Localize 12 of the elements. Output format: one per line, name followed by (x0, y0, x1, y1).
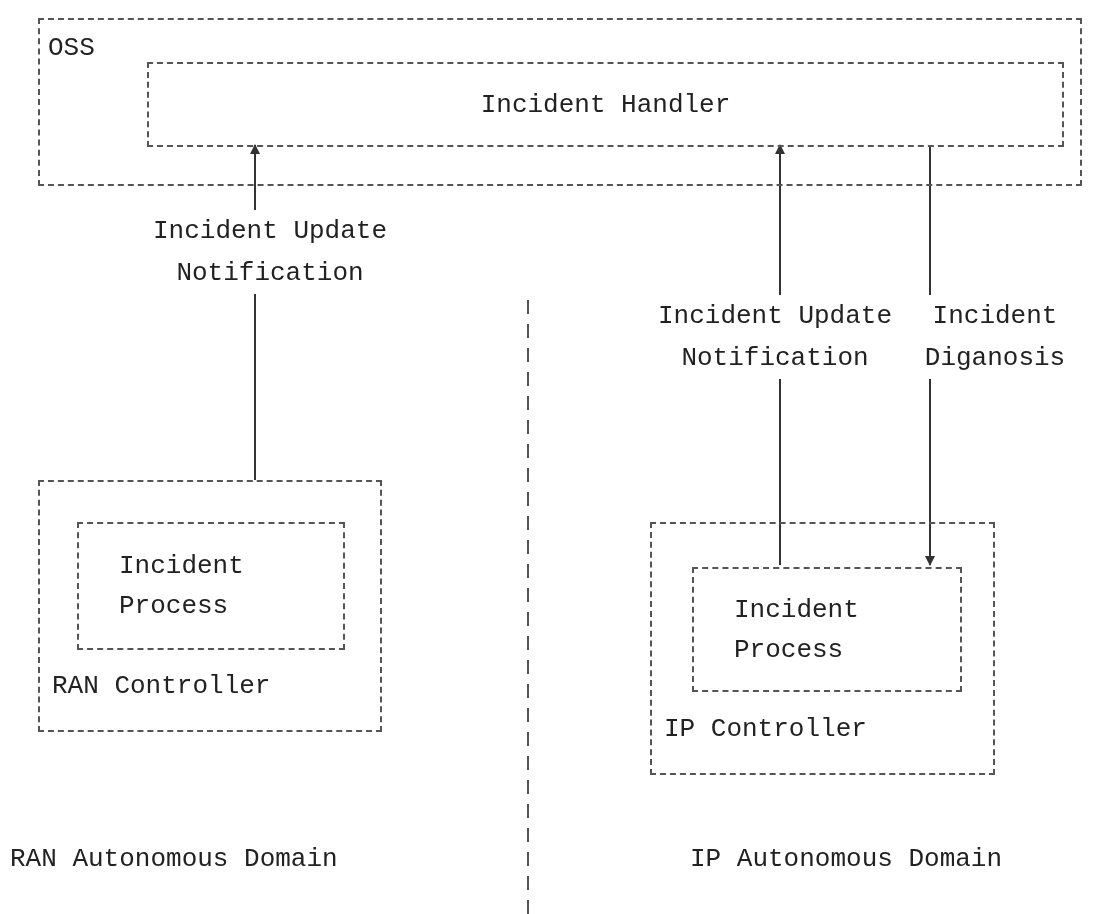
process-box (147, 62, 1064, 147)
process-box (692, 567, 962, 692)
process-box (650, 522, 995, 775)
box-label: Incident Process (734, 593, 860, 667)
box-label: IP Controller (664, 713, 867, 746)
box-label: Incident Handler (480, 88, 731, 122)
box-label: Incident Process (119, 550, 245, 623)
box-label: RAN Controller (52, 670, 271, 703)
process-box (77, 522, 345, 650)
box-label: OSS (48, 32, 95, 65)
process-box (38, 480, 382, 732)
process-box (38, 18, 1082, 186)
